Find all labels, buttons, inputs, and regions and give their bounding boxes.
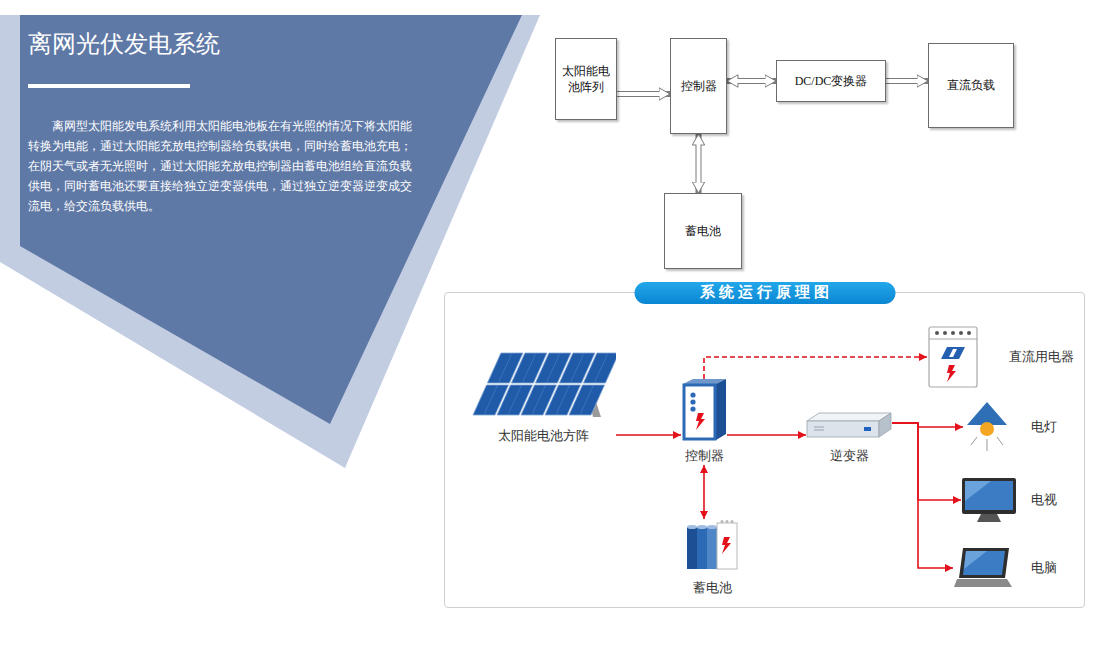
computer-load-icon xyxy=(953,547,1013,589)
dark-panel xyxy=(20,15,522,424)
arrow-core xyxy=(617,92,660,96)
inverter-unit-icon xyxy=(806,411,892,441)
process-box: 蓄电池 xyxy=(664,193,742,269)
node-label: 直流用电器 xyxy=(1009,348,1074,366)
node-label: 逆变器 xyxy=(830,447,869,465)
controller-unit-icon xyxy=(681,379,727,441)
diagram-panel: 系统运行原理图太阳能电池方阵控制器逆变器直流用电器电灯电视电脑蓄电池 xyxy=(444,292,1085,608)
arrow-core xyxy=(737,79,766,83)
node-label: 电灯 xyxy=(1031,418,1057,436)
arrow-core xyxy=(697,144,701,183)
hollow-arrow xyxy=(727,81,776,82)
flow-arrow xyxy=(727,435,806,436)
arrow-shaft xyxy=(727,78,776,84)
arrow-line xyxy=(704,357,927,379)
dc-appliance: 直流用电器 xyxy=(927,325,1074,389)
tv-load: 电视 xyxy=(961,477,1057,523)
battery-bank: 蓄电池 xyxy=(685,519,739,597)
node-label: 控制器 xyxy=(681,78,717,94)
dc-appliance-icon xyxy=(927,325,979,389)
flow-arrow xyxy=(892,423,961,500)
flow-arrow xyxy=(704,465,705,519)
node-label: 蓄电池 xyxy=(693,579,732,597)
arrow-line xyxy=(616,434,681,436)
node-label: 太阳能电池阵列 xyxy=(562,63,610,95)
arrow-line xyxy=(703,465,705,519)
hollow-arrow xyxy=(886,81,928,82)
arrow-shaft xyxy=(696,134,702,193)
battery-bank-icon xyxy=(685,519,739,573)
description-text: 离网型太阳能发电系统利用太阳能电池板在有光照的情况下将太阳能转换为电能，通过太阳… xyxy=(28,116,414,216)
hollow-arrow xyxy=(698,134,699,193)
flow-arrow xyxy=(616,435,681,436)
flow-arrow xyxy=(892,423,953,568)
lamp-load-icon xyxy=(963,401,1011,453)
node-label: 电视 xyxy=(1031,491,1057,509)
node-label: 蓄电池 xyxy=(685,223,721,239)
solar-array-icon xyxy=(471,351,616,421)
process-box: 直流负载 xyxy=(928,43,1014,128)
process-box: DC/DC变换器 xyxy=(776,60,886,102)
node-label: 太阳能电池方阵 xyxy=(498,427,589,445)
arrow-core xyxy=(886,79,918,83)
arrow-shaft xyxy=(886,78,928,84)
process-box: 控制器 xyxy=(670,38,727,134)
title-underline xyxy=(28,84,190,88)
node-label: 控制器 xyxy=(685,447,724,465)
node-label: 直流负载 xyxy=(947,77,995,93)
panel-title: 系统运行原理图 xyxy=(634,282,895,304)
arrow-line xyxy=(892,423,961,500)
lamp-load: 电灯 xyxy=(963,401,1057,453)
page-title: 离网光伏发电系统 xyxy=(28,28,220,60)
node-label: 电脑 xyxy=(1031,559,1057,577)
arrow-shaft xyxy=(617,91,670,97)
node-label: DC/DC变换器 xyxy=(795,73,868,89)
arrow-line xyxy=(892,423,953,568)
flow-arrow xyxy=(704,357,927,379)
process-box: 太阳能电池阵列 xyxy=(555,38,617,120)
inverter-unit: 逆变器 xyxy=(806,411,892,465)
computer-load: 电脑 xyxy=(953,547,1057,589)
arrow-line xyxy=(727,434,806,436)
tv-load-icon xyxy=(961,477,1017,523)
controller-unit: 控制器 xyxy=(681,379,727,465)
light-stripe xyxy=(0,15,540,468)
hollow-arrow xyxy=(617,94,670,95)
solar-array: 太阳能电池方阵 xyxy=(471,351,616,445)
